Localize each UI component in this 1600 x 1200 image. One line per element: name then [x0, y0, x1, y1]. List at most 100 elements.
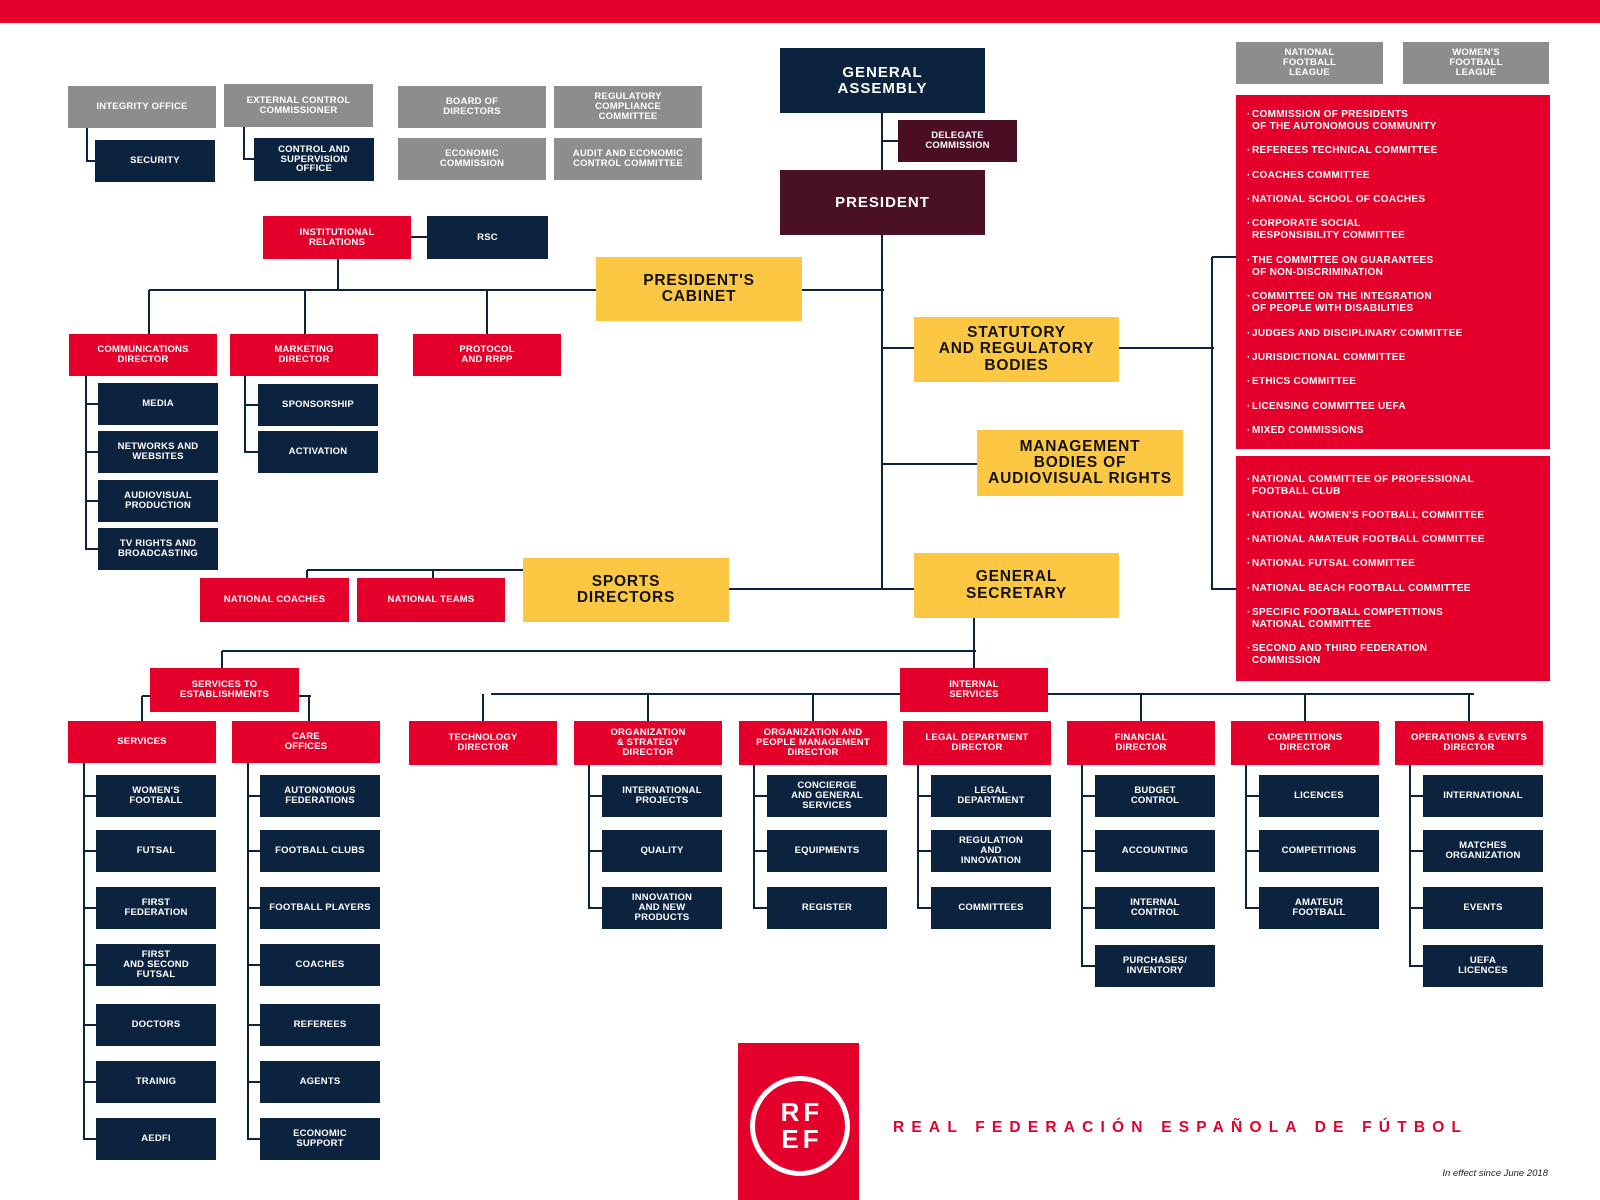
internal-unit-box: REGISTER: [767, 887, 887, 929]
committee-list-item: SPECIFIC FOOTBALL COMPETITIONS NATIONAL …: [1247, 607, 1540, 631]
protocol-box: PROTOCOL AND RRPP: [413, 334, 561, 376]
care-offices-unit-box: FOOTBALL PLAYERS: [260, 887, 380, 929]
committee-list-item: NATIONAL AMATEUR FOOTBALL COMMITTEE: [1247, 534, 1540, 546]
integrity-office-box: INTEGRITY OFFICE: [68, 86, 216, 128]
external-control-commissioner-box: EXTERNAL CONTROL COMMISSIONER: [224, 84, 373, 127]
connector-line: [1082, 795, 1097, 797]
connector-line: [882, 140, 900, 142]
connector-line: [142, 695, 152, 697]
services-unit-box: TRAINIG: [96, 1061, 216, 1103]
connector-line: [86, 403, 100, 405]
connector-line: [588, 765, 590, 909]
care-offices-unit-box: AUTONOMOUS FEDERATIONS: [260, 775, 380, 817]
connector-line: [802, 289, 884, 291]
services-unit-box: AEDFI: [96, 1118, 216, 1160]
care-offices-unit-box: ECONOMIC SUPPORT: [260, 1118, 380, 1160]
audit-economic-control-committee-box: AUDIT AND ECONOMIC CONTROL COMMITTEE: [554, 138, 702, 180]
connector-line: [812, 694, 814, 722]
presidents-cabinet-box: PRESIDENT'S CABINET: [596, 257, 802, 321]
connector-line: [729, 588, 916, 590]
services-unit-box: FIRST FEDERATION: [96, 887, 216, 929]
internal-unit-box: BUDGET CONTROL: [1095, 775, 1215, 817]
connector-line: [84, 850, 98, 852]
connector-line: [1081, 765, 1083, 967]
connector-line: [248, 907, 262, 909]
connector-line: [248, 850, 262, 852]
connector-line: [1246, 795, 1261, 797]
internal-unit-box: EVENTS: [1423, 887, 1543, 929]
internal-unit-box: INTERNAL CONTROL: [1095, 887, 1215, 929]
committee-list-item: JUDGES AND DISCIPLINARY COMMITTEE: [1247, 328, 1540, 340]
connector-line: [411, 236, 429, 238]
committee-list-item: JURISDICTIONAL COMMITTEE: [1247, 352, 1540, 364]
internal-director-box: OPERATIONS & EVENTS DIRECTOR: [1395, 721, 1543, 765]
committee-list-item: NATIONAL BEACH FOOTBALL COMMITTEE: [1247, 583, 1540, 595]
national-football-league-box: NATIONAL FOOTBALL LEAGUE: [1236, 42, 1383, 84]
connector-line: [248, 1081, 262, 1083]
connector-line: [1119, 347, 1214, 349]
communications-director-box: COMMUNICATIONS DIRECTOR: [69, 334, 217, 376]
connector-line: [245, 404, 260, 406]
connector-line: [432, 570, 434, 579]
connector-line: [1246, 907, 1261, 909]
rsc-box: RSC: [427, 216, 548, 259]
connector-line: [918, 850, 933, 852]
connector-line: [1246, 850, 1261, 852]
services-unit-box: FUTSAL: [96, 830, 216, 872]
connector-line: [87, 160, 97, 162]
connector-line: [243, 127, 245, 160]
internal-director-box: FINANCIAL DIRECTOR: [1067, 721, 1215, 765]
internal-unit-box: REGULATION AND INNOVATION: [931, 830, 1051, 872]
delegate-commission-box: DELEGATE COMMISSION: [898, 120, 1017, 162]
connector-line: [247, 763, 249, 1140]
connector-line: [482, 694, 484, 722]
connector-line: [299, 695, 311, 697]
services-to-establishments-box: SERVICES TO ESTABLISHMENTS: [150, 668, 299, 712]
connector-line: [86, 500, 100, 502]
statutory-committees-panel-b: NATIONAL COMMITTEE OF PROFESSIONAL FOOTB…: [1236, 456, 1550, 681]
connector-line: [1409, 765, 1411, 967]
marketing-unit-box: ACTIVATION: [258, 431, 378, 473]
connector-line: [308, 696, 310, 722]
connector-line: [1245, 765, 1247, 909]
connector-line: [84, 1138, 98, 1140]
connector-line: [753, 765, 755, 909]
connector-line: [973, 618, 975, 669]
internal-services-box: INTERNAL SERVICES: [900, 668, 1048, 712]
communications-unit-box: NETWORKS AND WEBSITES: [98, 431, 218, 473]
internal-unit-box: ACCOUNTING: [1095, 830, 1215, 872]
management-bodies-audiovisual-rights-box: MANAGEMENT BODIES OF AUDIOVISUAL RIGHTS: [977, 430, 1183, 496]
internal-unit-box: MATCHES ORGANIZATION: [1423, 830, 1543, 872]
connector-line: [221, 651, 223, 669]
internal-unit-box: CONCIERGE AND GENERAL SERVICES: [767, 775, 887, 817]
internal-director-box: ORGANIZATION AND PEOPLE MANAGEMENT DIREC…: [739, 721, 887, 765]
president-box: PRESIDENT: [780, 170, 985, 235]
connector-line: [882, 463, 979, 465]
connector-line: [1410, 850, 1425, 852]
committee-list-item: LICENSING COMMITTEE UEFA: [1247, 401, 1540, 413]
services-unit-box: FIRST AND SECOND FUTSAL: [96, 944, 216, 986]
connector-line: [881, 113, 883, 590]
committee-list-item: NATIONAL WOMEN'S FOOTBALL COMMITTEE: [1247, 510, 1540, 522]
sports-directors-box: SPORTS DIRECTORS: [523, 558, 729, 622]
marketing-director-box: MARKETING DIRECTOR: [230, 334, 378, 376]
committee-list-item: MIXED COMMISSIONS: [1247, 425, 1540, 437]
communications-unit-box: TV RIGHTS AND BROADCASTING: [98, 528, 218, 570]
internal-unit-box: EQUIPMENTS: [767, 830, 887, 872]
internal-unit-box: QUALITY: [602, 830, 722, 872]
connector-line: [589, 907, 604, 909]
services-box: SERVICES: [68, 721, 216, 763]
connector-line: [222, 650, 976, 652]
committee-list-item: SECOND AND THIRD FEDERATION COMMISSION: [1247, 643, 1540, 667]
national-coaches-box: NATIONAL COACHES: [200, 578, 349, 622]
internal-unit-box: COMMITTEES: [931, 887, 1051, 929]
internal-unit-box: LEGAL DEPARTMENT: [931, 775, 1051, 817]
connector-line: [754, 907, 769, 909]
connector-line: [86, 128, 88, 162]
connector-line: [918, 907, 933, 909]
committee-list-item: ETHICS COMMITTEE: [1247, 376, 1540, 388]
rfef-logo: RF EF: [738, 1043, 859, 1200]
economic-commission-box: ECONOMIC COMMISSION: [398, 138, 546, 180]
regulatory-compliance-committee-box: REGULATORY COMPLIANCE COMMITTEE: [554, 86, 702, 128]
internal-unit-box: UEFA LICENCES: [1423, 945, 1543, 987]
